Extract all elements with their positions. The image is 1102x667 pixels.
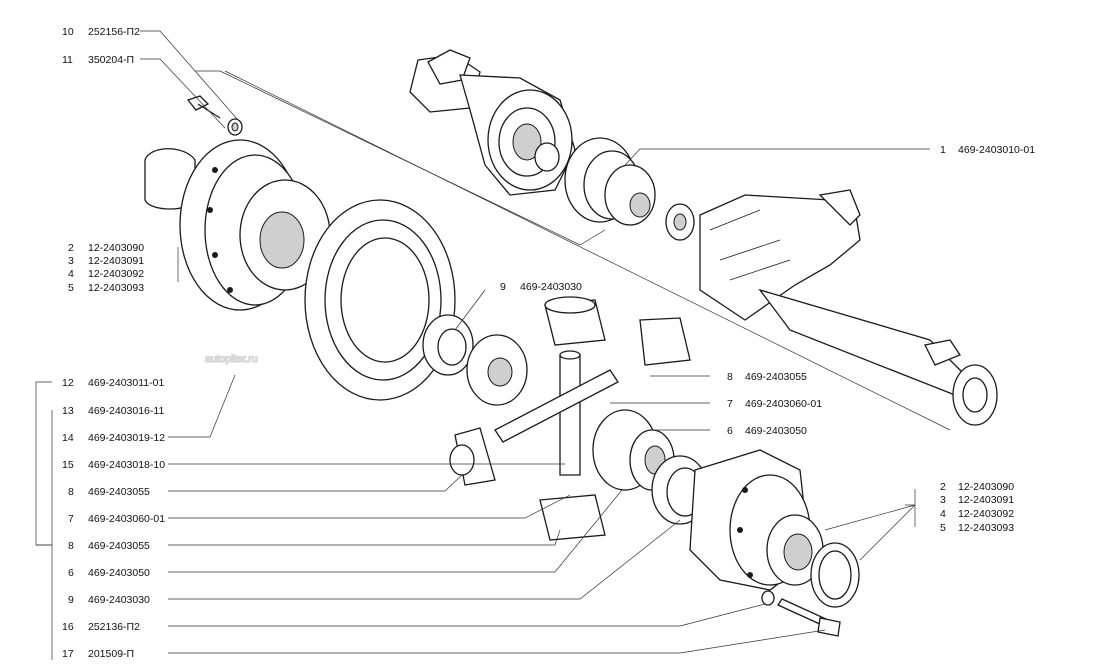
watermark: autopiter.ru [205,353,258,365]
callout-2b-code: 12-2403090 [958,481,1014,493]
callout-14-num: 14 [62,432,74,444]
callout-1-code: 469-2403010-01 [958,144,1035,156]
callout-16-num: 16 [62,621,74,633]
callout-14-code: 469-2403019-12 [88,432,165,444]
callout-3b-num: 3 [940,494,946,506]
callout-3b-code: 12-2403091 [958,494,1014,506]
callout-9b-num: 9 [68,594,74,606]
callout-10-code: 252156-П2 [88,26,140,38]
diff-case-left [179,139,331,311]
callout-labels: 10 252156-П2 11 350204-П 1 469-2403010-0… [62,26,1035,660]
callout-5b-num: 5 [940,522,946,534]
axle-housing-part-1 [409,49,998,426]
crown-gear [304,199,456,401]
callout-16-code: 252136-П2 [88,621,140,633]
callout-8c-code: 469-2403055 [88,540,150,552]
callout-7a-num: 7 [727,398,733,410]
callout-9b-code: 469-2403030 [88,594,150,606]
callout-9a-num: 9 [500,281,506,293]
callout-8a-num: 8 [727,371,733,383]
callout-15-code: 469-2403018-10 [88,459,165,471]
bolt-and-washer-bottom [761,590,841,637]
callout-1-num: 1 [940,144,946,156]
diff-case-right [689,449,860,608]
callout-8a-code: 469-2403055 [745,371,807,383]
callout-12-num: 12 [62,377,74,389]
callout-7a-code: 469-2403060-01 [745,398,822,410]
callout-2a-num: 2 [68,242,74,254]
callout-6b-num: 6 [68,567,74,579]
callout-5a-num: 5 [68,282,74,294]
leader-lines [35,30,951,660]
callout-2a-code: 12-2403090 [88,242,144,254]
callout-5a-code: 12-2403093 [88,282,144,294]
callout-12-code: 469-2403011-01 [88,377,164,389]
thrust-washer [422,314,474,376]
satellite-gears [449,296,691,541]
callout-8c-num: 8 [68,540,74,552]
callout-6a-code: 469-2403050 [745,425,807,437]
callout-17-num: 17 [62,648,74,660]
callout-5b-code: 12-2403093 [958,522,1014,534]
callout-13-num: 13 [62,405,74,417]
callout-7b-num: 7 [68,513,74,525]
callout-8b-num: 8 [68,486,74,498]
cross-shaft [494,350,619,476]
callout-4b-code: 12-2403092 [958,508,1014,520]
bolt-and-washer-top [186,95,243,136]
callout-6b-code: 469-2403050 [88,567,150,579]
callout-17-code: 201509-П [88,648,134,660]
callout-11-num: 11 [62,54,73,66]
callout-11-code: 350204-П [88,54,134,66]
callout-10-num: 10 [62,26,74,38]
callout-9a-code: 469-2403030 [520,281,582,293]
callout-7b-code: 469-2403060-01 [88,513,165,525]
callout-15-num: 15 [62,459,74,471]
callout-3a-num: 3 [68,255,74,267]
callout-6a-num: 6 [727,425,733,437]
callout-4b-num: 4 [940,508,946,520]
bearing-top [564,137,695,241]
callout-4a-num: 4 [68,268,74,280]
callout-4a-code: 12-2403092 [88,268,144,280]
callout-3a-code: 12-2403091 [88,255,144,267]
callout-8b-code: 469-2403055 [88,486,150,498]
callout-13-code: 469-2403016-11 [88,405,164,417]
callout-2b-num: 2 [940,481,946,493]
